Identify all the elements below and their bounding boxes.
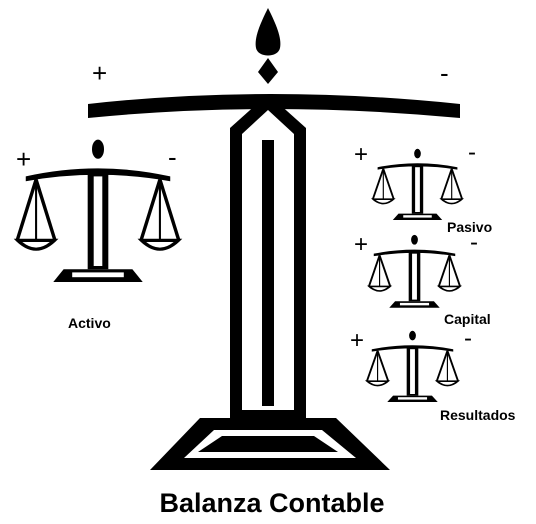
capital-minus-sign: - <box>470 229 478 256</box>
pasivo-scale <box>371 149 464 220</box>
activo-label: Activo <box>68 315 111 331</box>
capital-plus-sign: + <box>354 231 368 258</box>
main-minus-sign: - <box>440 58 449 88</box>
pasivo-minus-sign: - <box>468 139 476 166</box>
capital-scale <box>367 235 462 308</box>
main-plus-sign: + <box>92 58 107 88</box>
main-finial <box>256 8 281 56</box>
activo-plus-sign: + <box>16 144 31 174</box>
resultados-label: Resultados <box>440 407 516 423</box>
resultados-plus-sign: + <box>350 327 364 354</box>
diagram-title: Balanza Contable <box>159 488 384 518</box>
pasivo-plus-sign: + <box>354 141 368 168</box>
resultados-minus-sign: - <box>464 325 472 352</box>
resultados-scale <box>365 331 460 402</box>
activo-minus-sign: - <box>168 142 177 172</box>
activo-scale <box>14 140 183 282</box>
